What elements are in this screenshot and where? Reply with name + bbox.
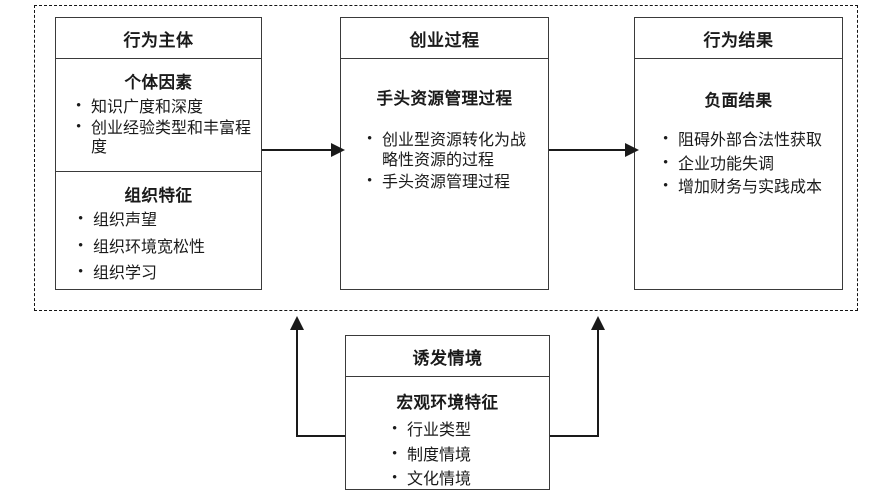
box-context-title: 诱发情境 — [412, 348, 483, 368]
box-outcome-section-negative: 负面结果 阻碍外部合法性获取 企业功能失调 增加财务与实践成本 — [635, 59, 842, 198]
list-item: 文化情境 — [392, 469, 549, 490]
box-process-section-resource: 手头资源管理过程 创业型资源转化为战略性资源的过程 手头资源管理过程 — [341, 59, 548, 193]
box-actor[interactable]: 行为主体 个体因素 知识广度和深度 创业经验类型和丰富程度 组织特征 组织声望 … — [55, 17, 262, 290]
list-item: 创业型资源转化为战略性资源的过程 — [367, 130, 536, 170]
bullet-list-individual: 知识广度和深度 创业经验类型和丰富程度 — [56, 97, 261, 158]
bullet-list-resource-management: 创业型资源转化为战略性资源的过程 手头资源管理过程 — [341, 130, 548, 193]
list-item: 手头资源管理过程 — [367, 172, 536, 193]
list-item: 知识广度和深度 — [76, 97, 255, 118]
section-title-macro-environment: 宏观环境特征 — [396, 393, 499, 412]
box-actor-section-individual: 个体因素 知识广度和深度 创业经验类型和丰富程度 — [56, 59, 261, 172]
list-item: 组织声望 — [78, 210, 255, 231]
section-title-organization: 组织特征 — [124, 186, 193, 205]
list-item: 制度情境 — [392, 445, 549, 466]
box-outcome-header: 行为结果 — [635, 18, 842, 59]
arrow-context-to-boundary-right — [550, 316, 605, 437]
box-actor-header: 行为主体 — [56, 18, 261, 59]
arrow-context-to-boundary-left — [290, 316, 345, 437]
bullet-list-macro-environment: 行业类型 制度情境 文化情境 — [346, 420, 549, 490]
list-item: 企业功能失调 — [663, 154, 832, 175]
section-title-resource-management: 手头资源管理过程 — [376, 89, 513, 108]
box-process[interactable]: 创业过程 手头资源管理过程 创业型资源转化为战略性资源的过程 手头资源管理过程 — [340, 17, 549, 290]
box-actor-title: 行为主体 — [123, 30, 194, 50]
box-process-title: 创业过程 — [409, 30, 480, 50]
list-item: 组织学习 — [78, 263, 255, 284]
section-title-individual: 个体因素 — [124, 73, 193, 92]
list-item: 阻碍外部合法性获取 — [663, 130, 832, 151]
bullet-list-organization: 组织声望 组织环境宽松性 组织学习 — [56, 210, 261, 284]
box-context-header: 诱发情境 — [346, 336, 549, 377]
section-title-negative-result: 负面结果 — [704, 91, 773, 110]
list-item: 创业经验类型和丰富程度 — [76, 118, 255, 158]
box-process-header: 创业过程 — [341, 18, 548, 59]
list-item: 行业类型 — [392, 420, 549, 441]
box-context-section-macro: 宏观环境特征 行业类型 制度情境 文化情境 — [346, 377, 549, 490]
list-item: 组织环境宽松性 — [78, 237, 255, 258]
box-outcome-title: 行为结果 — [703, 30, 774, 50]
list-item: 增加财务与实践成本 — [663, 177, 832, 198]
box-context[interactable]: 诱发情境 宏观环境特征 行业类型 制度情境 文化情境 — [345, 335, 550, 490]
bullet-list-negative-result: 阻碍外部合法性获取 企业功能失调 增加财务与实践成本 — [635, 130, 842, 198]
box-outcome[interactable]: 行为结果 负面结果 阻碍外部合法性获取 企业功能失调 增加财务与实践成本 — [634, 17, 843, 290]
box-actor-section-organization: 组织特征 组织声望 组织环境宽松性 组织学习 — [56, 172, 261, 289]
dashed-boundary — [34, 5, 858, 311]
